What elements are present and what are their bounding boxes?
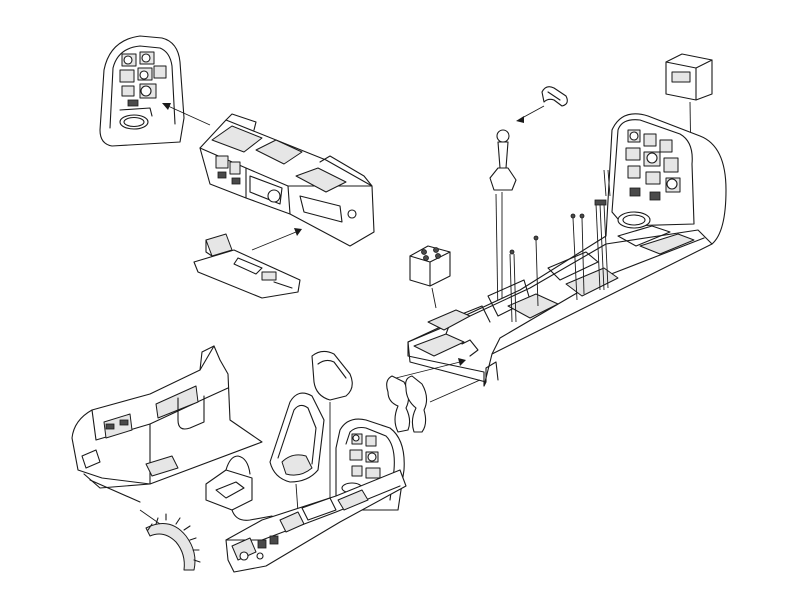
cockpit-tub-upper <box>199 113 375 247</box>
seat-armor-rear <box>311 350 353 500</box>
control-stick <box>489 129 517 319</box>
pins <box>509 169 611 323</box>
seat-frame <box>205 455 273 521</box>
cockpit-tub-right <box>407 113 727 387</box>
gear-segment <box>139 509 201 571</box>
leader-panel-to-tub <box>162 103 211 126</box>
instrument-panel-upper-left <box>99 35 185 147</box>
radio-box-top-right <box>665 53 713 233</box>
side-wall-left <box>71 345 263 503</box>
cockpit-floor-lower <box>225 469 407 573</box>
seat-base-plate-upper <box>193 233 301 299</box>
seat-bucket <box>269 392 325 513</box>
leader-seat-base-to-tub <box>251 228 302 251</box>
small-box-left <box>409 245 451 309</box>
rudder-pedals <box>516 86 568 123</box>
bracket-clips <box>386 358 481 433</box>
